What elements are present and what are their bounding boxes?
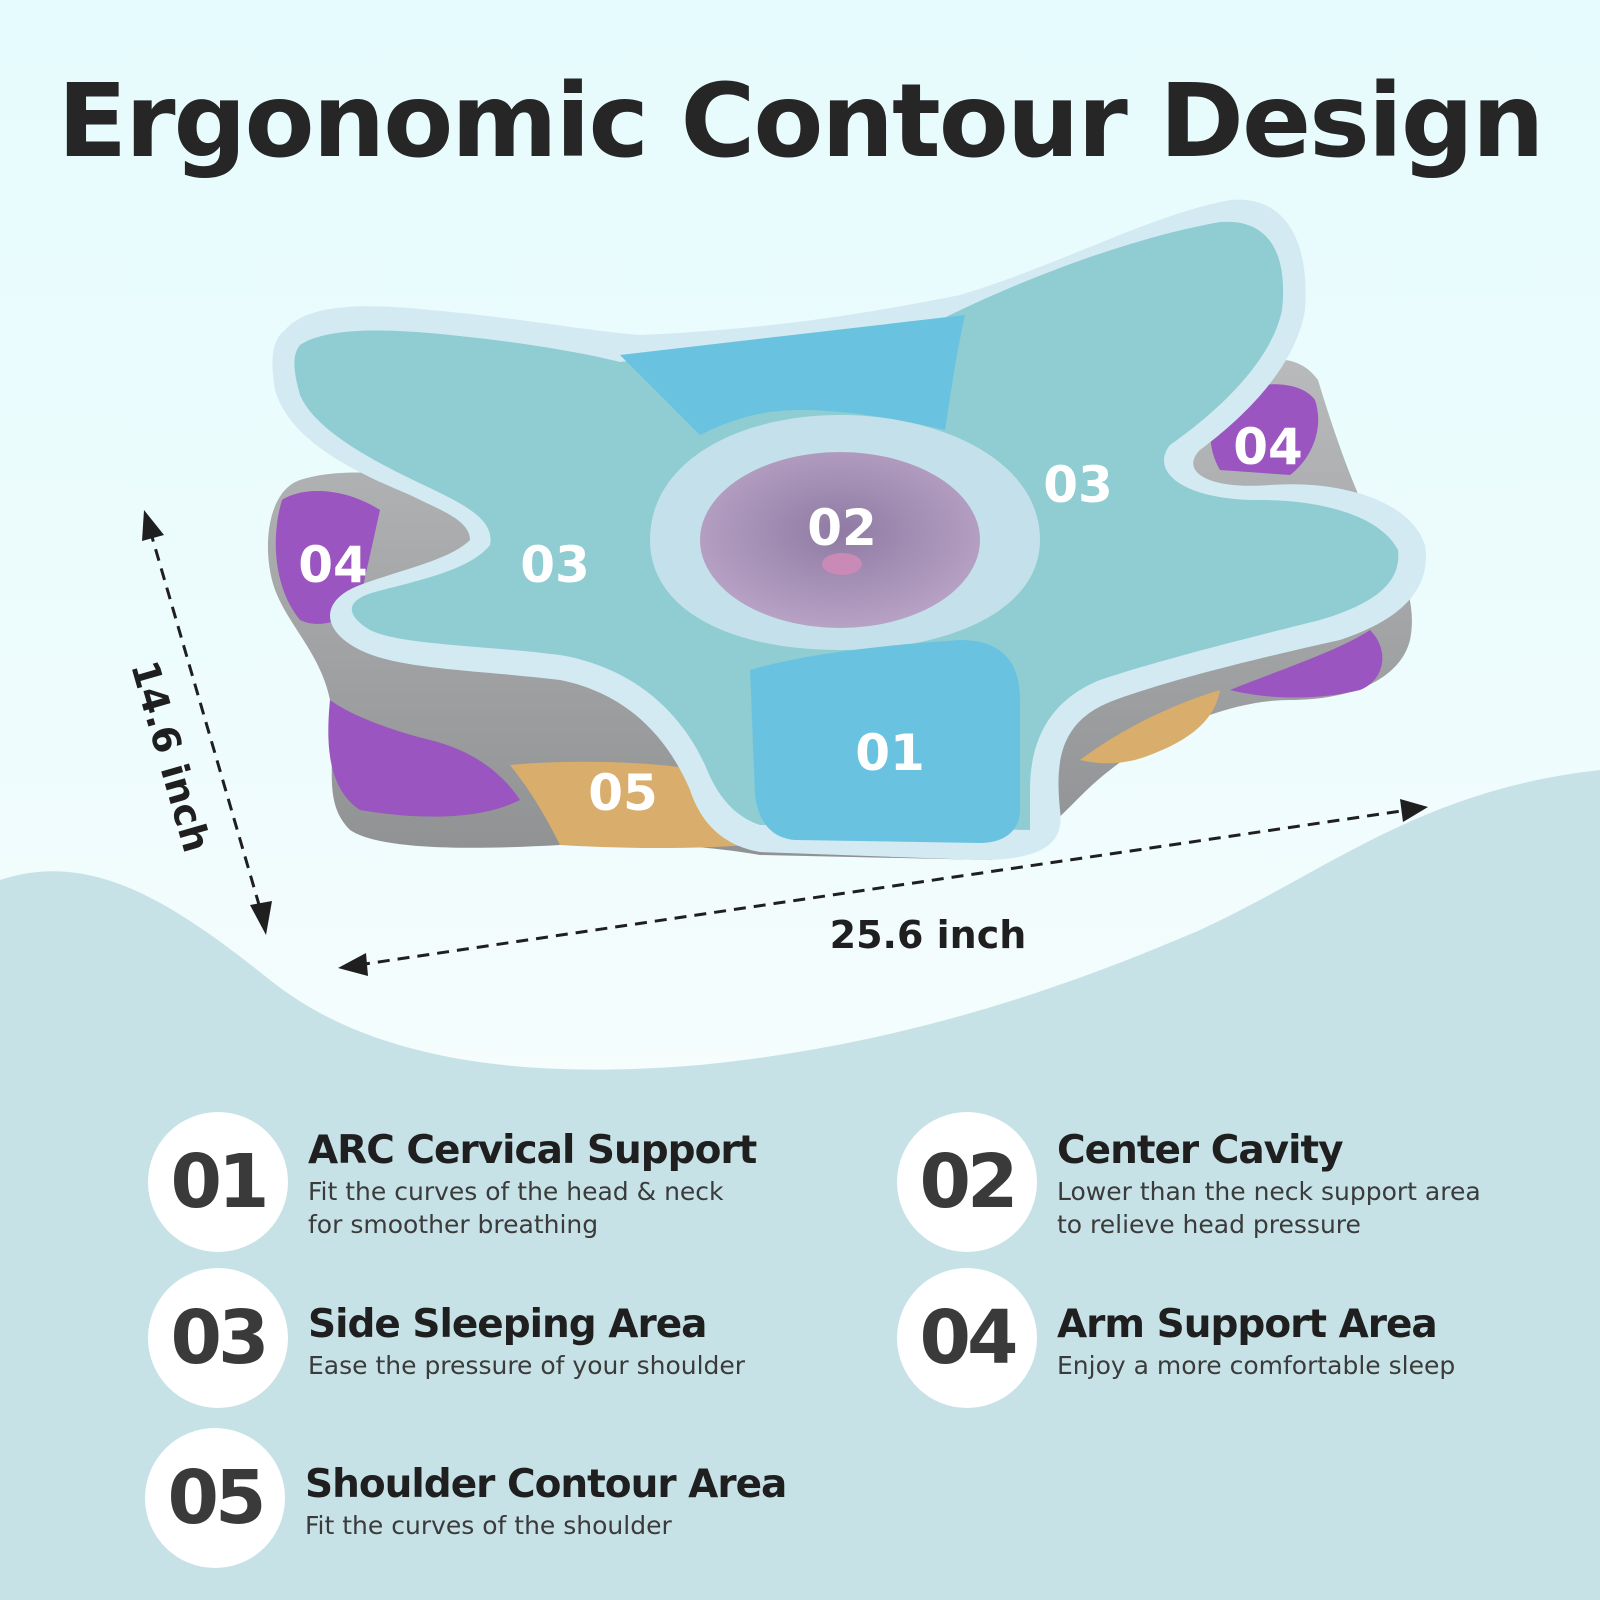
feature-desc-line2: for smoother breathing <box>308 1210 599 1239</box>
feature-text: ARC Cervical Support Fit the curves of t… <box>308 1128 828 1240</box>
feature-title: Center Cavity <box>1057 1128 1344 1173</box>
width-dimension: 25.6 inch <box>338 799 1428 976</box>
feature-text: Side Sleeping Area Ease the pressure of … <box>308 1302 828 1381</box>
feature-title: Side Sleeping Area <box>308 1302 708 1347</box>
feature-number: 01 <box>170 1139 270 1225</box>
feature-desc-line1: Fit the curves of the shoulder <box>305 1511 672 1540</box>
zone-label-03-right: 03 <box>1043 456 1113 514</box>
feature-desc-line1: Lower than the neck support area <box>1057 1177 1481 1206</box>
zone-label-04-right: 04 <box>1233 418 1303 476</box>
zone-label-02: 02 <box>807 499 877 557</box>
feature-badge: 01 <box>148 1112 288 1252</box>
zone-label-01: 01 <box>855 724 925 782</box>
feature-number: 02 <box>919 1139 1019 1225</box>
feature-01: 01 ARC Cervical Support Fit the curves o… <box>148 1112 808 1252</box>
feature-desc-line1: Ease the pressure of your shoulder <box>308 1351 746 1380</box>
zone-label-05: 05 <box>588 764 658 822</box>
cavity-dimple <box>822 553 862 575</box>
feature-badge: 04 <box>897 1268 1037 1408</box>
feature-02: 02 Center Cavity Lower than the neck sup… <box>897 1112 1557 1252</box>
feature-desc-line1: Enjoy a more comfortable sleep <box>1057 1351 1456 1380</box>
zone-label-03-left: 03 <box>520 536 590 594</box>
feature-title: Arm Support Area <box>1057 1302 1438 1347</box>
arm-zone-right-lower <box>1230 630 1383 698</box>
feature-text: Center Cavity Lower than the neck suppor… <box>1057 1128 1577 1240</box>
depth-label: 14.6 inch <box>122 656 219 857</box>
feature-desc-line2: to relieve head pressure <box>1057 1210 1361 1239</box>
feature-number: 03 <box>170 1295 270 1381</box>
feature-badge: 05 <box>145 1428 285 1568</box>
feature-number: 05 <box>167 1455 267 1541</box>
feature-03: 03 Side Sleeping Area Ease the pressure … <box>148 1268 808 1408</box>
feature-title: Shoulder Contour Area <box>305 1462 787 1507</box>
center-cavity <box>700 452 980 628</box>
feature-badge: 02 <box>897 1112 1037 1252</box>
feature-05: 05 Shoulder Contour Area Fit the curves … <box>145 1428 805 1568</box>
neck-support-zone <box>750 640 1020 843</box>
shoulder-zone-right <box>1080 690 1220 764</box>
feature-desc-line1: Fit the curves of the head & neck <box>308 1177 724 1206</box>
back-neck-zone <box>620 315 965 435</box>
page-title: Ergonomic Contour Design <box>57 62 1545 181</box>
feature-number: 04 <box>919 1295 1019 1381</box>
feature-04: 04 Arm Support Area Enjoy a more comfort… <box>897 1268 1557 1408</box>
arm-zone-left-lower <box>328 700 520 817</box>
depth-dimension: 14.6 inch <box>122 510 272 935</box>
width-label: 25.6 inch <box>830 913 1027 957</box>
zone-label-04-left: 04 <box>298 536 368 594</box>
feature-text: Arm Support Area Enjoy a more comfortabl… <box>1057 1302 1577 1381</box>
feature-title: ARC Cervical Support <box>308 1128 757 1173</box>
feature-text: Shoulder Contour Area Fit the curves of … <box>305 1462 825 1541</box>
feature-badge: 03 <box>148 1268 288 1408</box>
